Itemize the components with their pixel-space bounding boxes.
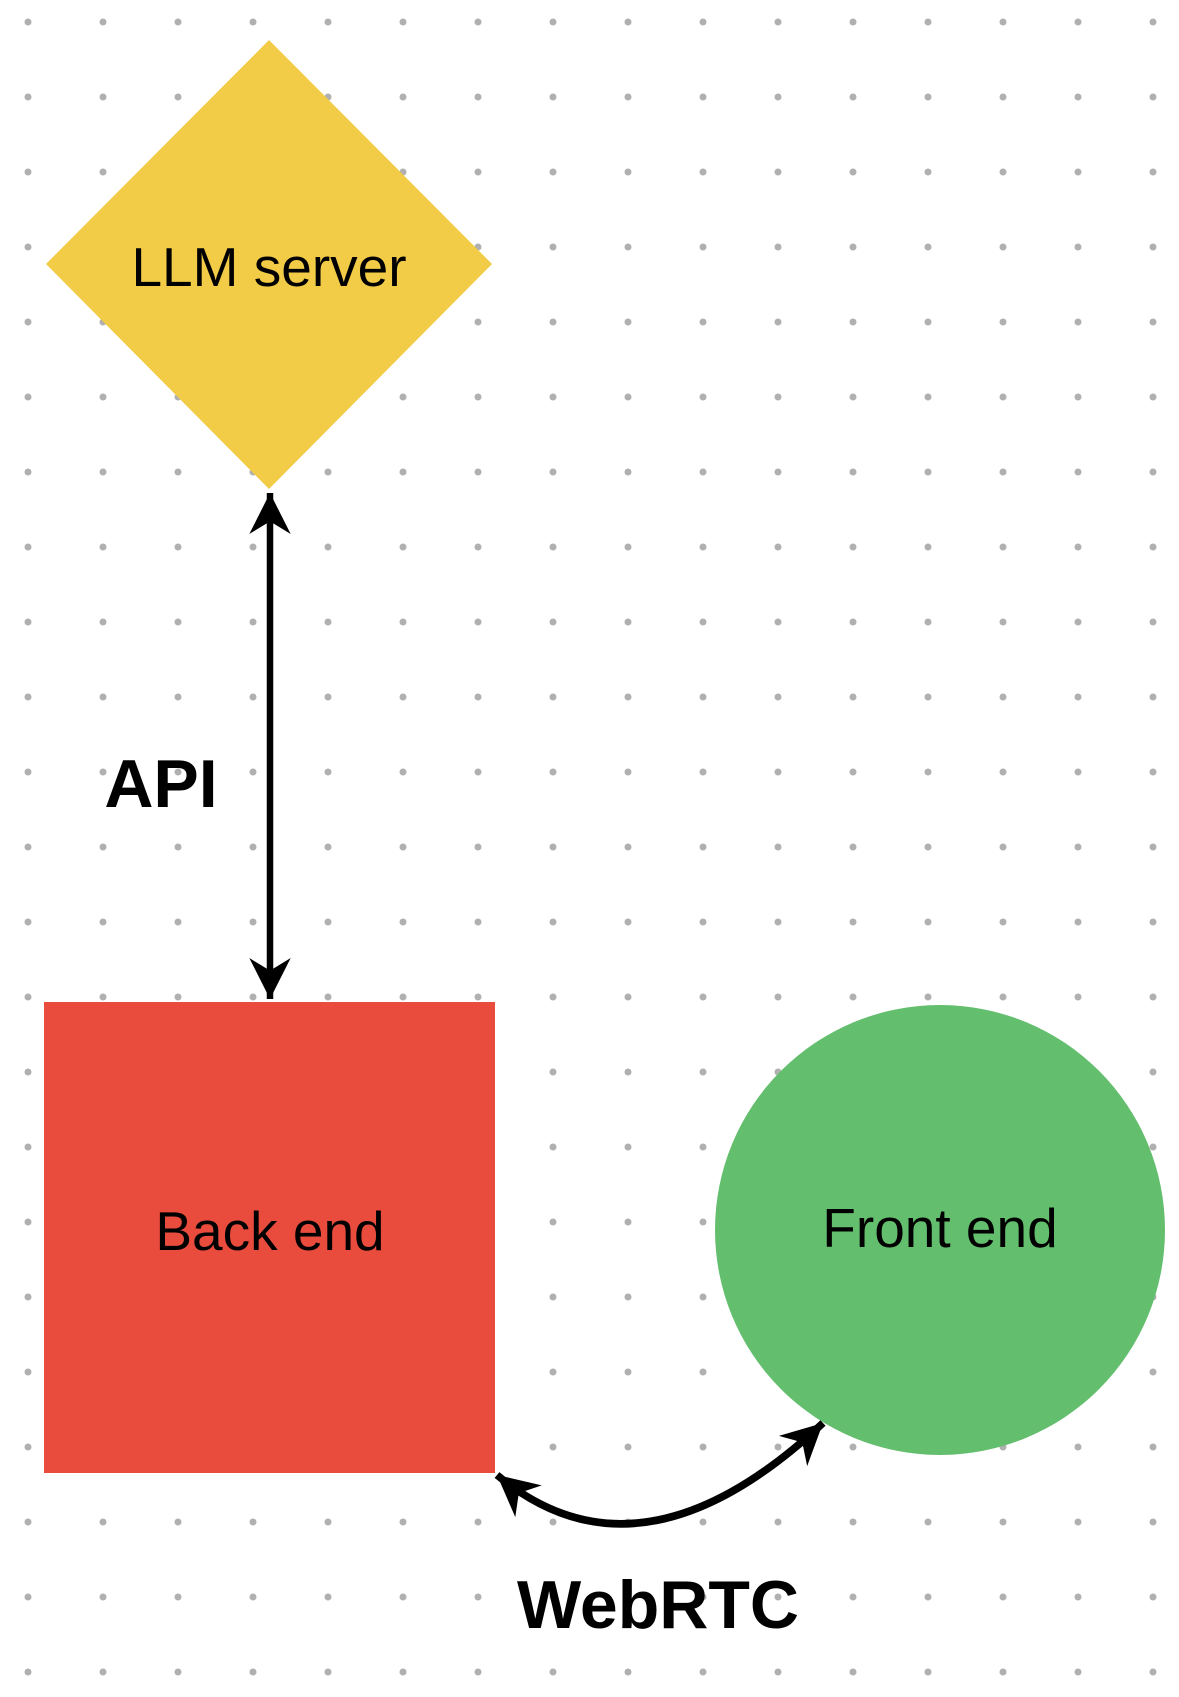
diamond-shape[interactable] (46, 40, 492, 489)
node-front-end[interactable]: Front end (715, 1005, 1165, 1455)
node-front-end-label: Front end (822, 1197, 1057, 1259)
node-llm-server[interactable]: LLM server (46, 40, 492, 489)
node-llm-server-label: LLM server (131, 236, 406, 298)
node-back-end[interactable]: Back end (44, 1002, 495, 1473)
node-back-end-label: Back end (155, 1200, 384, 1262)
edge-webrtc-arrow[interactable] (494, 1420, 826, 1528)
square-shape[interactable] (44, 1002, 495, 1473)
edge-webrtc-label: WebRTC (517, 1567, 799, 1643)
circle-shape[interactable] (715, 1005, 1165, 1455)
edge-api-label: API (104, 746, 217, 822)
